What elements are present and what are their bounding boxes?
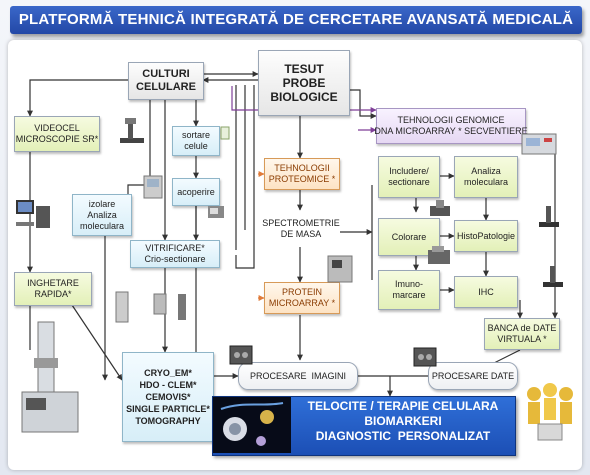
workstation-icon [16, 200, 50, 228]
cryo-microscope-icon [21, 321, 79, 433]
microtome-icon [430, 200, 450, 216]
tube-icon [220, 126, 230, 140]
robot-icon-2 [413, 347, 437, 367]
inghetare-box: INGHETARE RAPIDA* [14, 272, 92, 306]
output-text: TELOCITE / TERAPIE CELULARA BIOMARKERI D… [307, 399, 499, 443]
spectrometrie-box: SPECTROMETRIE DE MASA [262, 218, 340, 239]
procesare-date-box: PROCESARE DATE [428, 362, 518, 390]
line-tesut-down-3 [235, 85, 255, 269]
stainer-icon [428, 246, 450, 264]
proteomice-box: TEHNOLOGII PROTEOMICE * [264, 158, 340, 190]
genomice-box: TEHNOLOGII GENOMICE DNA MICROARRAY * SEC… [374, 108, 528, 144]
output-banner: TELOCITE / TERAPIE CELULARA BIOMARKERI D… [212, 396, 516, 456]
centrifuge-icon [143, 175, 163, 199]
cryo-em-box: CRYO_EM* HDO - CLEM* CEMOVIS* SINGLE PAR… [122, 352, 214, 442]
colorare-box: Colorare [378, 218, 440, 256]
device-icon [208, 206, 224, 218]
microscope-icon-3 [543, 266, 563, 287]
robot-icon [229, 345, 253, 365]
sequencer-icon [521, 133, 557, 155]
team-icon [527, 383, 573, 441]
holder-icon [178, 294, 186, 320]
acoperire-box: acoperire [172, 178, 220, 206]
includere-box: Includere/ sectionare [378, 156, 440, 198]
spectrometer-icon [327, 255, 353, 283]
arrow-culturi-videocel [27, 79, 128, 117]
procesare-imagini-box: PROCESARE IMAGINI [238, 362, 358, 390]
videocel-box: VIDEOCEL MICROSCOPIE SR* [14, 116, 100, 152]
ihc-box: IHC [454, 276, 518, 308]
microscope-icon [120, 118, 144, 143]
cryo-device-icon [115, 291, 129, 323]
microscope-icon-2 [539, 206, 559, 227]
plunger-icon [153, 293, 167, 315]
page-title: PLATFORMĂ TEHNICĂ INTEGRATĂ DE CERCETARE… [10, 6, 582, 34]
culturi-celulare-box: CULTURI CELULARE [128, 62, 204, 100]
arrow-culturi-izolare [127, 100, 151, 194]
analiza-moleculara-box: Analiza moleculara [454, 156, 518, 198]
arrow-tesut-genomice [350, 89, 377, 119]
imunomarcare-box: Imuno- marcare [378, 270, 440, 310]
sortare-celule-box: sortare celule [172, 126, 220, 156]
cell-image [213, 397, 291, 453]
vitrificare-box: VITRIFICARE* Crio-sectionare [130, 240, 220, 268]
histopatologie-box: HistoPatologie [454, 220, 518, 252]
tesut-probe-box: TESUT PROBE BIOLOGICE [258, 50, 350, 116]
protein-microarray-box: PROTEIN MICROARRAY * [264, 282, 340, 314]
izolare-box: izolare Analiza moleculara [72, 194, 132, 236]
banca-date-box: BANCA de DATE VIRTUALA * [484, 318, 560, 350]
